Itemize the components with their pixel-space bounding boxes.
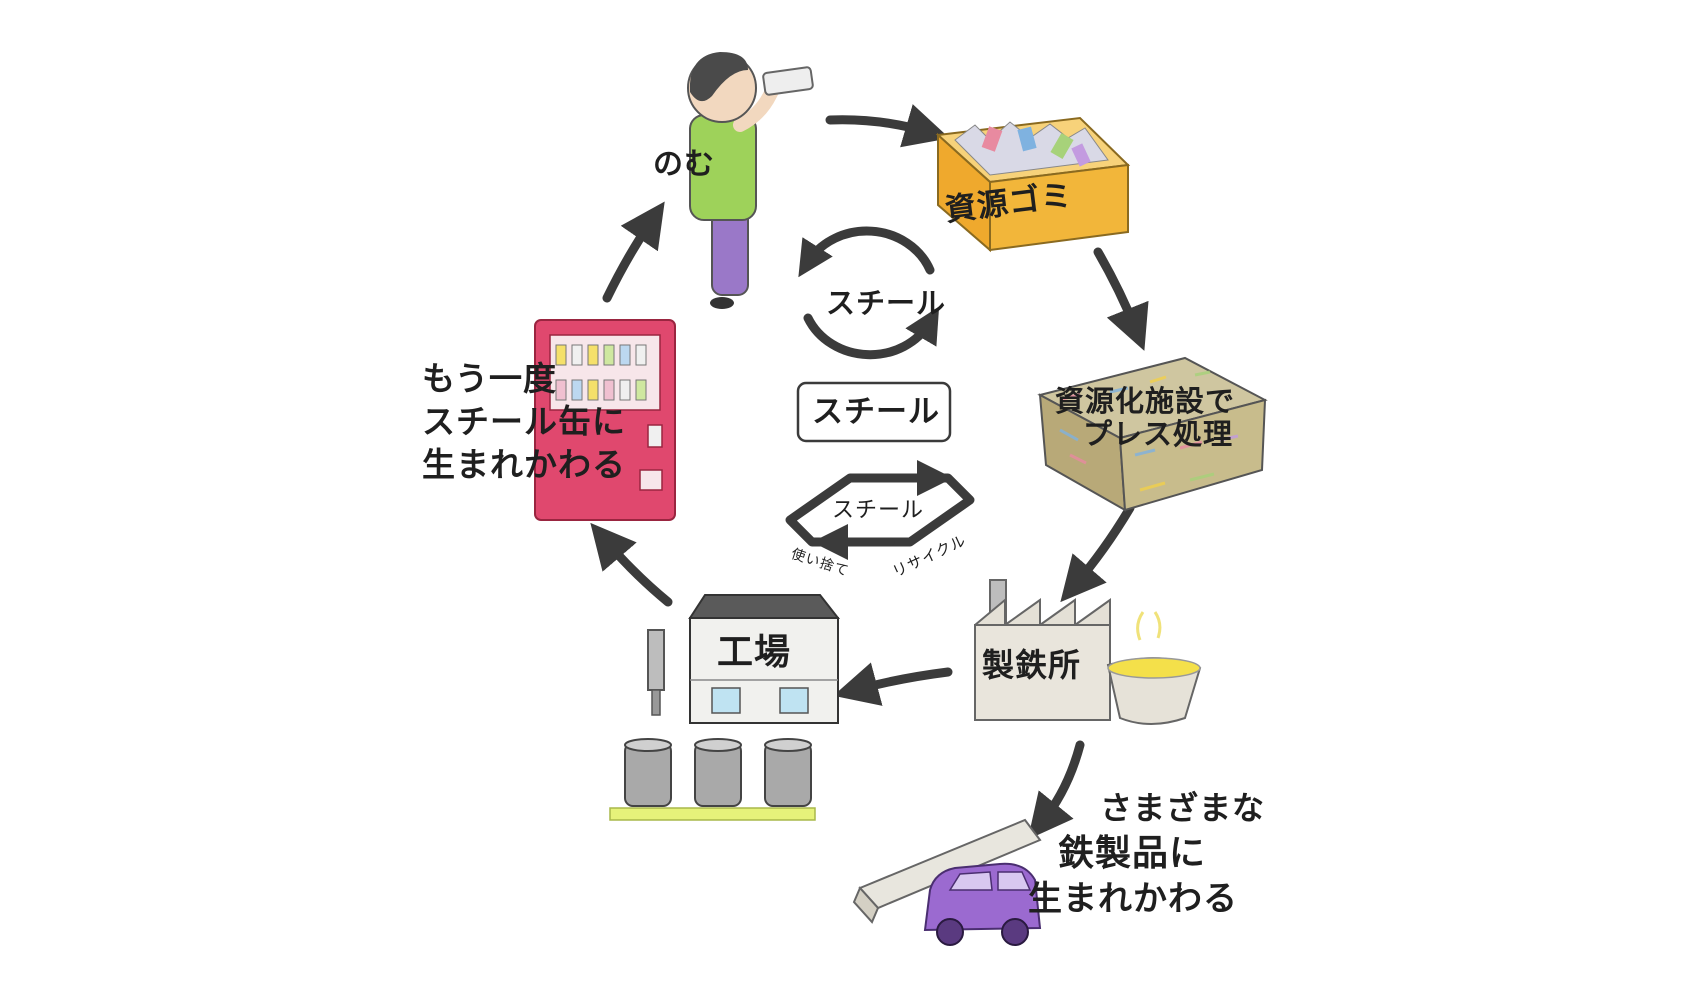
arrow-steelworks-to-factory	[833, 662, 953, 706]
label-products-line1: さまざまな	[1100, 789, 1266, 827]
center-circle-label: スチール	[826, 286, 947, 320]
label-reborn-can: もう一度 スチール缶に 生まれかわる	[422, 360, 626, 484]
center-box-label: スチール	[812, 394, 940, 430]
person-drinking	[687, 52, 814, 309]
steel-cans	[624, 738, 812, 807]
steel-loop-symbol	[785, 460, 975, 560]
label-facility-line1: 資源化施設で	[1055, 384, 1236, 418]
arrow-factory-to-vending	[590, 522, 673, 607]
steel-circular-recycling-symbol	[798, 226, 940, 360]
label-facility: 資源化施設で プレス処理	[1055, 384, 1236, 452]
label-products-line2: 鉄製品に	[1058, 832, 1207, 874]
arrow-facility-to-steelworks	[1060, 503, 1135, 603]
label-steelworks: 製鉄所	[982, 646, 1082, 684]
arrow-vending-to-drink	[602, 201, 665, 303]
cycle-arrows	[590, 104, 1149, 840]
arrow-waste-to-facility	[1093, 247, 1149, 351]
recyclable-waste-crate	[935, 116, 1131, 253]
label-reborn-can-line3: 生まれかわる	[422, 444, 626, 484]
label-facility-line2: プレス処理	[1083, 417, 1234, 452]
label-drink: のむ	[653, 147, 715, 182]
steelworks-building	[974, 579, 1202, 725]
label-products-line3: 生まれかわる	[1028, 879, 1238, 920]
can-filling-line	[609, 629, 816, 821]
steel-box-symbol	[796, 381, 952, 443]
factory-building	[688, 594, 841, 724]
arrow-drink-to-waste	[825, 104, 950, 148]
label-factory: 工場	[717, 632, 792, 673]
car	[923, 862, 1042, 946]
steel-i-beam	[852, 818, 1042, 924]
label-products: さまざまな 鉄製品に 生まれかわる	[1028, 790, 1265, 919]
label-reborn-can-line1: もう一度	[422, 359, 558, 398]
center-loop-label: スチール	[832, 498, 925, 523]
label-reborn-can-line2: スチール缶に	[422, 401, 626, 441]
pressed-bale	[1037, 356, 1268, 512]
arrow-steelworks-to-products	[1027, 740, 1085, 840]
vending-machine	[534, 319, 676, 521]
